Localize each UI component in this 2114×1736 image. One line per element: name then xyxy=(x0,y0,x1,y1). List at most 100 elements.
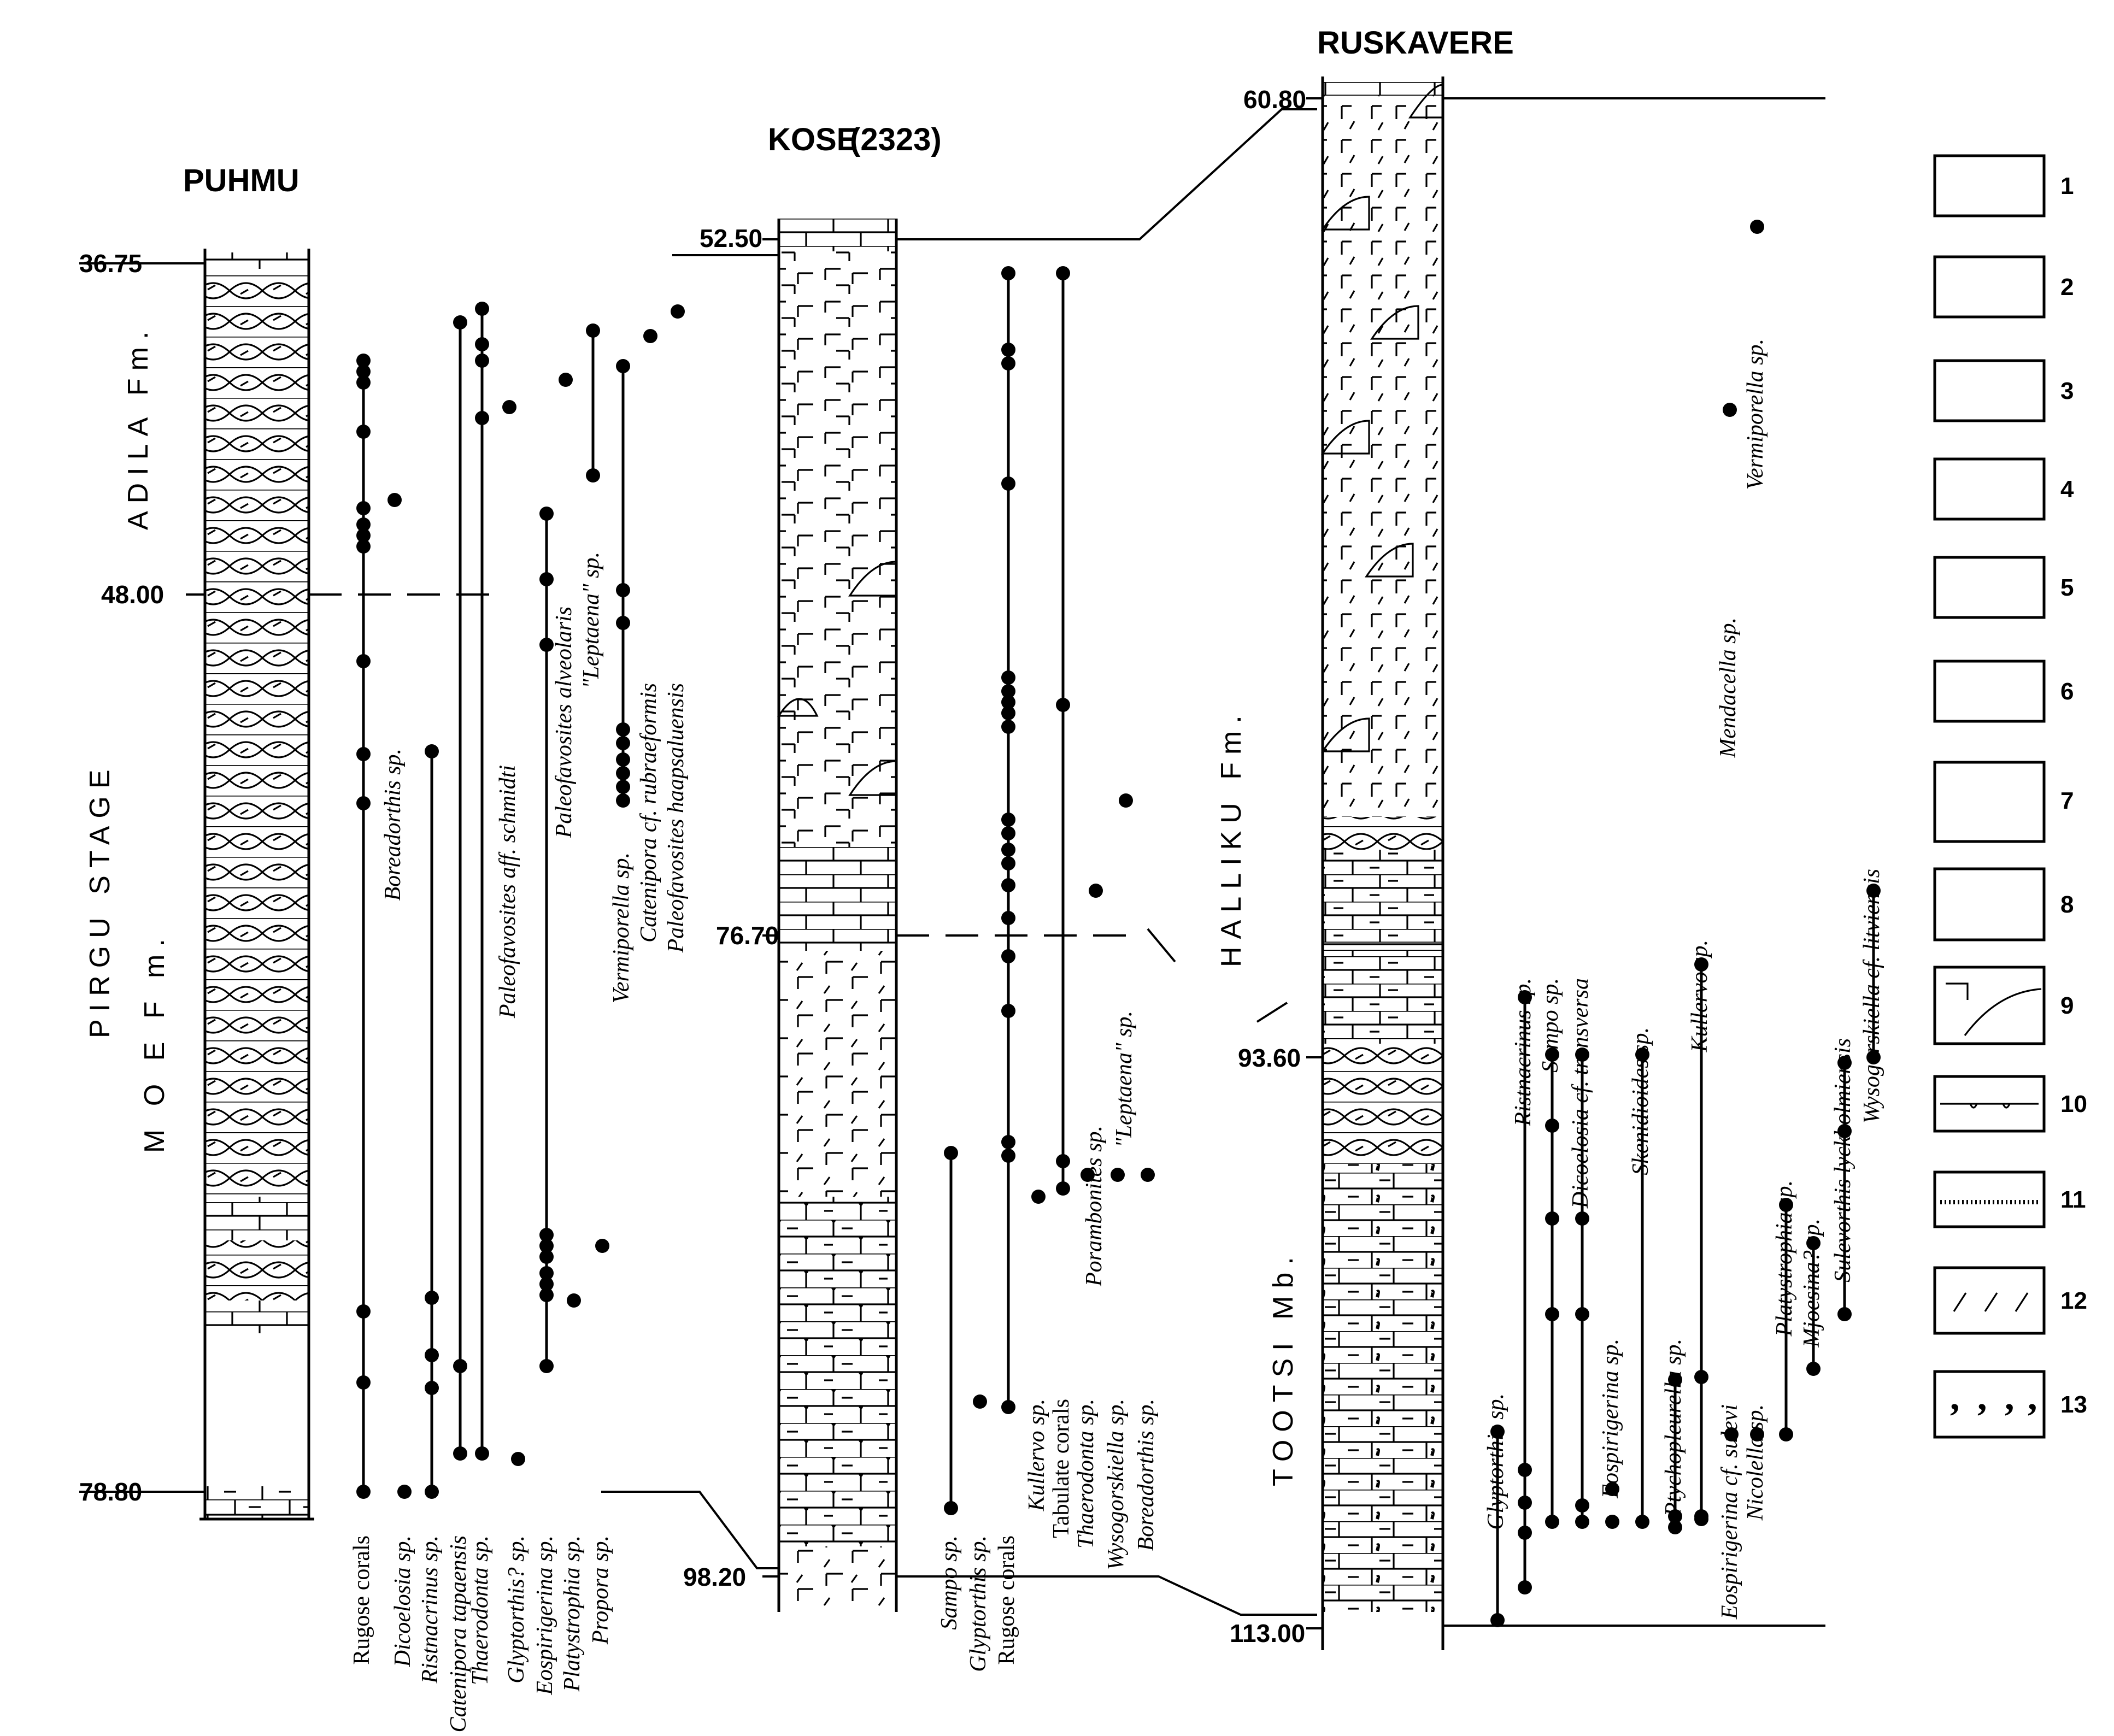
occurrence-dot xyxy=(356,375,371,390)
taxon-label-ruskavere-mendacella-sp: Mendacella sp. xyxy=(1716,617,1741,758)
range-puhmu-paleofavosites-aff-schmidti xyxy=(502,400,516,414)
occurrence-dot xyxy=(387,493,402,507)
range-ruskavere-eospirigerina-sp xyxy=(1605,1482,1619,1529)
occurrence-dot xyxy=(356,1375,371,1390)
occurrence-dot xyxy=(1001,356,1015,370)
occurrence-dot xyxy=(1605,1482,1619,1496)
occurrence-dot xyxy=(1694,957,1708,972)
occurrence-dot xyxy=(1001,843,1015,857)
occurrence-dot xyxy=(356,539,371,554)
range-puhmu-platystrophia-sp xyxy=(567,1293,581,1308)
puhmu-nodular xyxy=(205,269,309,1318)
range-puhmu-thaerodonta-sp xyxy=(475,302,489,1461)
taxon-label-ruskavere-ptychopleurella-sp: Ptychopleurella sp. xyxy=(1661,1339,1686,1517)
occurrence-dot xyxy=(1750,1427,1764,1441)
taxon-label-kose-glyptorthis-sp: Glyptorthis sp. xyxy=(966,1535,991,1672)
legend-swatch-stylolite xyxy=(1933,1170,2046,1228)
occurrence-dot xyxy=(356,1485,371,1499)
occurrence-dot xyxy=(616,752,630,767)
occurrence-dot xyxy=(1545,1515,1559,1529)
occurrence-dot xyxy=(1668,1509,1682,1523)
occurrence-dot xyxy=(1866,884,1881,898)
ruskavere-nodular-2 xyxy=(1323,1044,1443,1164)
occurrence-dot xyxy=(453,1446,467,1461)
occurrence-dot xyxy=(356,517,371,532)
adila-formation-label: ADILA Fm. xyxy=(122,324,154,530)
taxon-label-kose-boreadorthis-sp: Boreadorthis sp. xyxy=(1134,1399,1159,1551)
occurrence-dot xyxy=(425,1291,439,1305)
occurrence-dot xyxy=(1141,1168,1155,1182)
taxon-label-ruskavere-eospirigerina-sp: Eospirigerina sp. xyxy=(1598,1339,1623,1499)
occurrence-dot xyxy=(539,1277,554,1291)
taxon-label-puhmu-paleofavosites-haapsaluensis: Paleofavosites haapsaluensis xyxy=(663,683,689,953)
fossil-range-chart xyxy=(356,220,1881,1627)
occurrence-dot xyxy=(1575,1211,1589,1226)
section-kose-title: KOSE xyxy=(768,122,858,157)
occurrence-dot xyxy=(475,1446,489,1461)
taxon-label-ruskavere-platystrophia-sp: Platystrophia sp. xyxy=(1772,1180,1797,1337)
occurrence-dot xyxy=(1837,1307,1852,1321)
occurrence-dot xyxy=(1518,990,1532,1004)
occurrence-dot xyxy=(1605,1515,1619,1529)
legend-number-5: 5 xyxy=(2060,574,2074,601)
occurrence-dot xyxy=(1635,1048,1649,1062)
range-ruskavere-mjoesina-sp xyxy=(1806,1236,1821,1376)
taxon-label-ruskavere-sampo-sp: Sampo sp. xyxy=(1538,978,1563,1073)
occurrence-dot xyxy=(356,354,371,368)
occurrence-dot xyxy=(1668,1373,1682,1387)
occurrence-dot xyxy=(1518,1496,1532,1510)
puhmu-cap xyxy=(205,252,309,269)
occurrence-dot xyxy=(1031,1190,1046,1204)
occurrence-dot xyxy=(1089,884,1103,898)
range-ruskavere-skenidioides-sp xyxy=(1635,1048,1649,1529)
puhmu-limestone-band-2 xyxy=(205,1300,309,1333)
occurrence-dot xyxy=(475,302,489,316)
taxon-label-puhmu-paleofavosites-alveolaris: Paleofavosites alveolaris xyxy=(551,607,577,838)
occurrence-dot xyxy=(1545,1307,1559,1321)
occurrence-dot xyxy=(944,1146,958,1160)
occurrence-dot xyxy=(453,315,467,329)
occurrence-dot xyxy=(356,364,371,379)
occurrence-dot xyxy=(539,1288,554,1302)
taxon-label-puhmu-paleofavosites-aff-schmidti: Paleofavosites aff. schmidti xyxy=(495,765,520,1019)
taxon-label-puhmu-dicoelosia-sp: Dicoelosia sp. xyxy=(390,1535,415,1667)
puhmu-limestone-band-1 xyxy=(205,1197,309,1240)
occurrence-dot xyxy=(1837,1124,1852,1138)
occurrence-dot xyxy=(1518,1580,1532,1594)
legend-number-9: 9 xyxy=(2060,992,2074,1019)
occurrence-dot xyxy=(616,722,630,737)
range-puhmu-ristnacrinus-sp xyxy=(425,744,439,1499)
occurrence-dot xyxy=(1806,1362,1821,1376)
occurrence-dot xyxy=(1081,1168,1095,1182)
range-kose-sampo-sp xyxy=(944,1146,958,1515)
range-puhmu-propora-sp xyxy=(595,1239,609,1253)
occurrence-dot xyxy=(1518,1526,1532,1540)
occurrence-dot xyxy=(356,501,371,515)
occurrence-dot xyxy=(356,796,371,810)
range-puhmu-paleofavosites-alveolaris xyxy=(559,373,573,387)
occurrence-dot xyxy=(1001,706,1015,720)
occurrence-dot xyxy=(356,654,371,668)
range-kose-rugose-corals xyxy=(1001,266,1015,1414)
occurrence-dot xyxy=(356,747,371,761)
taxon-label-ruskavere-glyptorthis-sp: Glyptorthis sp. xyxy=(1483,1393,1508,1530)
taxon-label-puhmu-platystrophia-sp: Platystrophia sp. xyxy=(560,1535,585,1692)
occurrence-dot xyxy=(1806,1236,1821,1250)
range-ruskavere-nicolella-sp xyxy=(1750,1427,1764,1441)
range-puhmu-leptaena-sp xyxy=(586,323,600,482)
occurrence-dot xyxy=(539,1359,554,1373)
legend-swatch-nodular-limestone xyxy=(1933,359,2046,422)
occurrence-dot xyxy=(616,780,630,794)
ruskavere-nodular-1 xyxy=(1323,817,1443,850)
kose-marl-lower xyxy=(779,951,896,1197)
range-puhmu-catenipora-tapaensis xyxy=(453,315,467,1461)
occurrence-dot xyxy=(616,616,630,630)
occurrence-dot xyxy=(1001,720,1015,734)
occurrence-dot xyxy=(539,1239,554,1253)
occurrence-dot xyxy=(1575,1048,1589,1062)
moe-formation-label: M O E F m. xyxy=(139,931,171,1153)
range-ruskavere-glyptorthis-sp xyxy=(1490,1425,1505,1627)
occurrence-dot xyxy=(1001,949,1015,963)
